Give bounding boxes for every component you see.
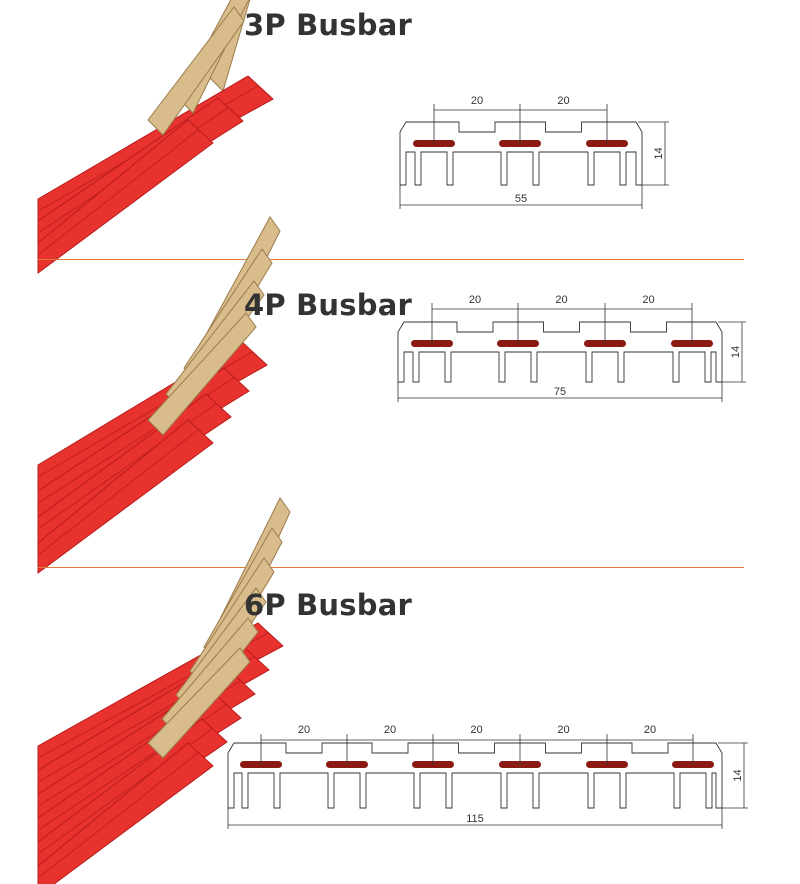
insulation-groove <box>37 129 199 256</box>
width-dimension-label: 55 <box>515 193 527 205</box>
pitch-dimension-label: 20 <box>471 95 483 107</box>
busbar-photo-group <box>37 497 291 884</box>
section-title: 4P Busbar <box>244 288 412 322</box>
section-4p: 4P Busbar 20 20 20 75 14 <box>0 216 800 574</box>
dimension-drawing-3p: 20 20 55 14 <box>399 95 669 209</box>
height-dimension-label: 14 <box>732 769 744 781</box>
busbar-profile-outline <box>399 121 643 186</box>
dimension-drawing-6p: 20 20 20 20 20 115 14 <box>227 724 748 829</box>
red-insulation <box>37 419 214 574</box>
busbar-profile-outline <box>397 321 723 383</box>
pitch-dimension-label: 20 <box>557 724 569 736</box>
pitch-dimension-label: 20 <box>298 724 310 736</box>
pitch-dimension-label: 20 <box>555 294 567 306</box>
pitch-dimension-label: 20 <box>644 724 656 736</box>
height-dimension-label: 14 <box>730 346 742 358</box>
section-6p: 6P Busbar 20 20 20 20 20 115 14 <box>0 497 800 884</box>
red-insulation <box>37 742 214 884</box>
width-dimension-label: 115 <box>466 813 484 825</box>
pitch-dimension-label: 20 <box>469 294 481 306</box>
pitch-dimension-label: 20 <box>557 95 569 107</box>
section-divider <box>38 567 744 568</box>
busbar-photo-3p <box>37 0 274 274</box>
copper-conductor <box>147 647 251 759</box>
width-dimension-label: 75 <box>554 386 566 398</box>
busbar-profile-outline <box>227 742 723 809</box>
section-title: 3P Busbar <box>244 8 412 42</box>
busbar-photo-group <box>37 216 281 574</box>
insulation-groove <box>37 752 199 879</box>
pitch-dimension-label: 20 <box>384 724 396 736</box>
section-divider <box>38 259 744 260</box>
copper-conductor <box>147 312 257 436</box>
dimension-drawing-4p: 20 20 20 75 14 <box>397 294 746 402</box>
insulation-groove <box>37 429 199 556</box>
copper-conductor <box>147 6 245 136</box>
busbar-photo-group <box>37 0 274 274</box>
pitch-dimension-label: 20 <box>470 724 482 736</box>
busbar-photo-6p <box>37 497 291 884</box>
section-title: 6P Busbar <box>244 588 412 622</box>
section-3p: 3P Busbar 20 20 55 14 <box>0 0 800 274</box>
busbar-photo-4p <box>37 216 281 574</box>
red-insulation <box>37 119 214 274</box>
pitch-dimension-label: 20 <box>642 294 654 306</box>
height-dimension-label: 14 <box>653 147 665 159</box>
